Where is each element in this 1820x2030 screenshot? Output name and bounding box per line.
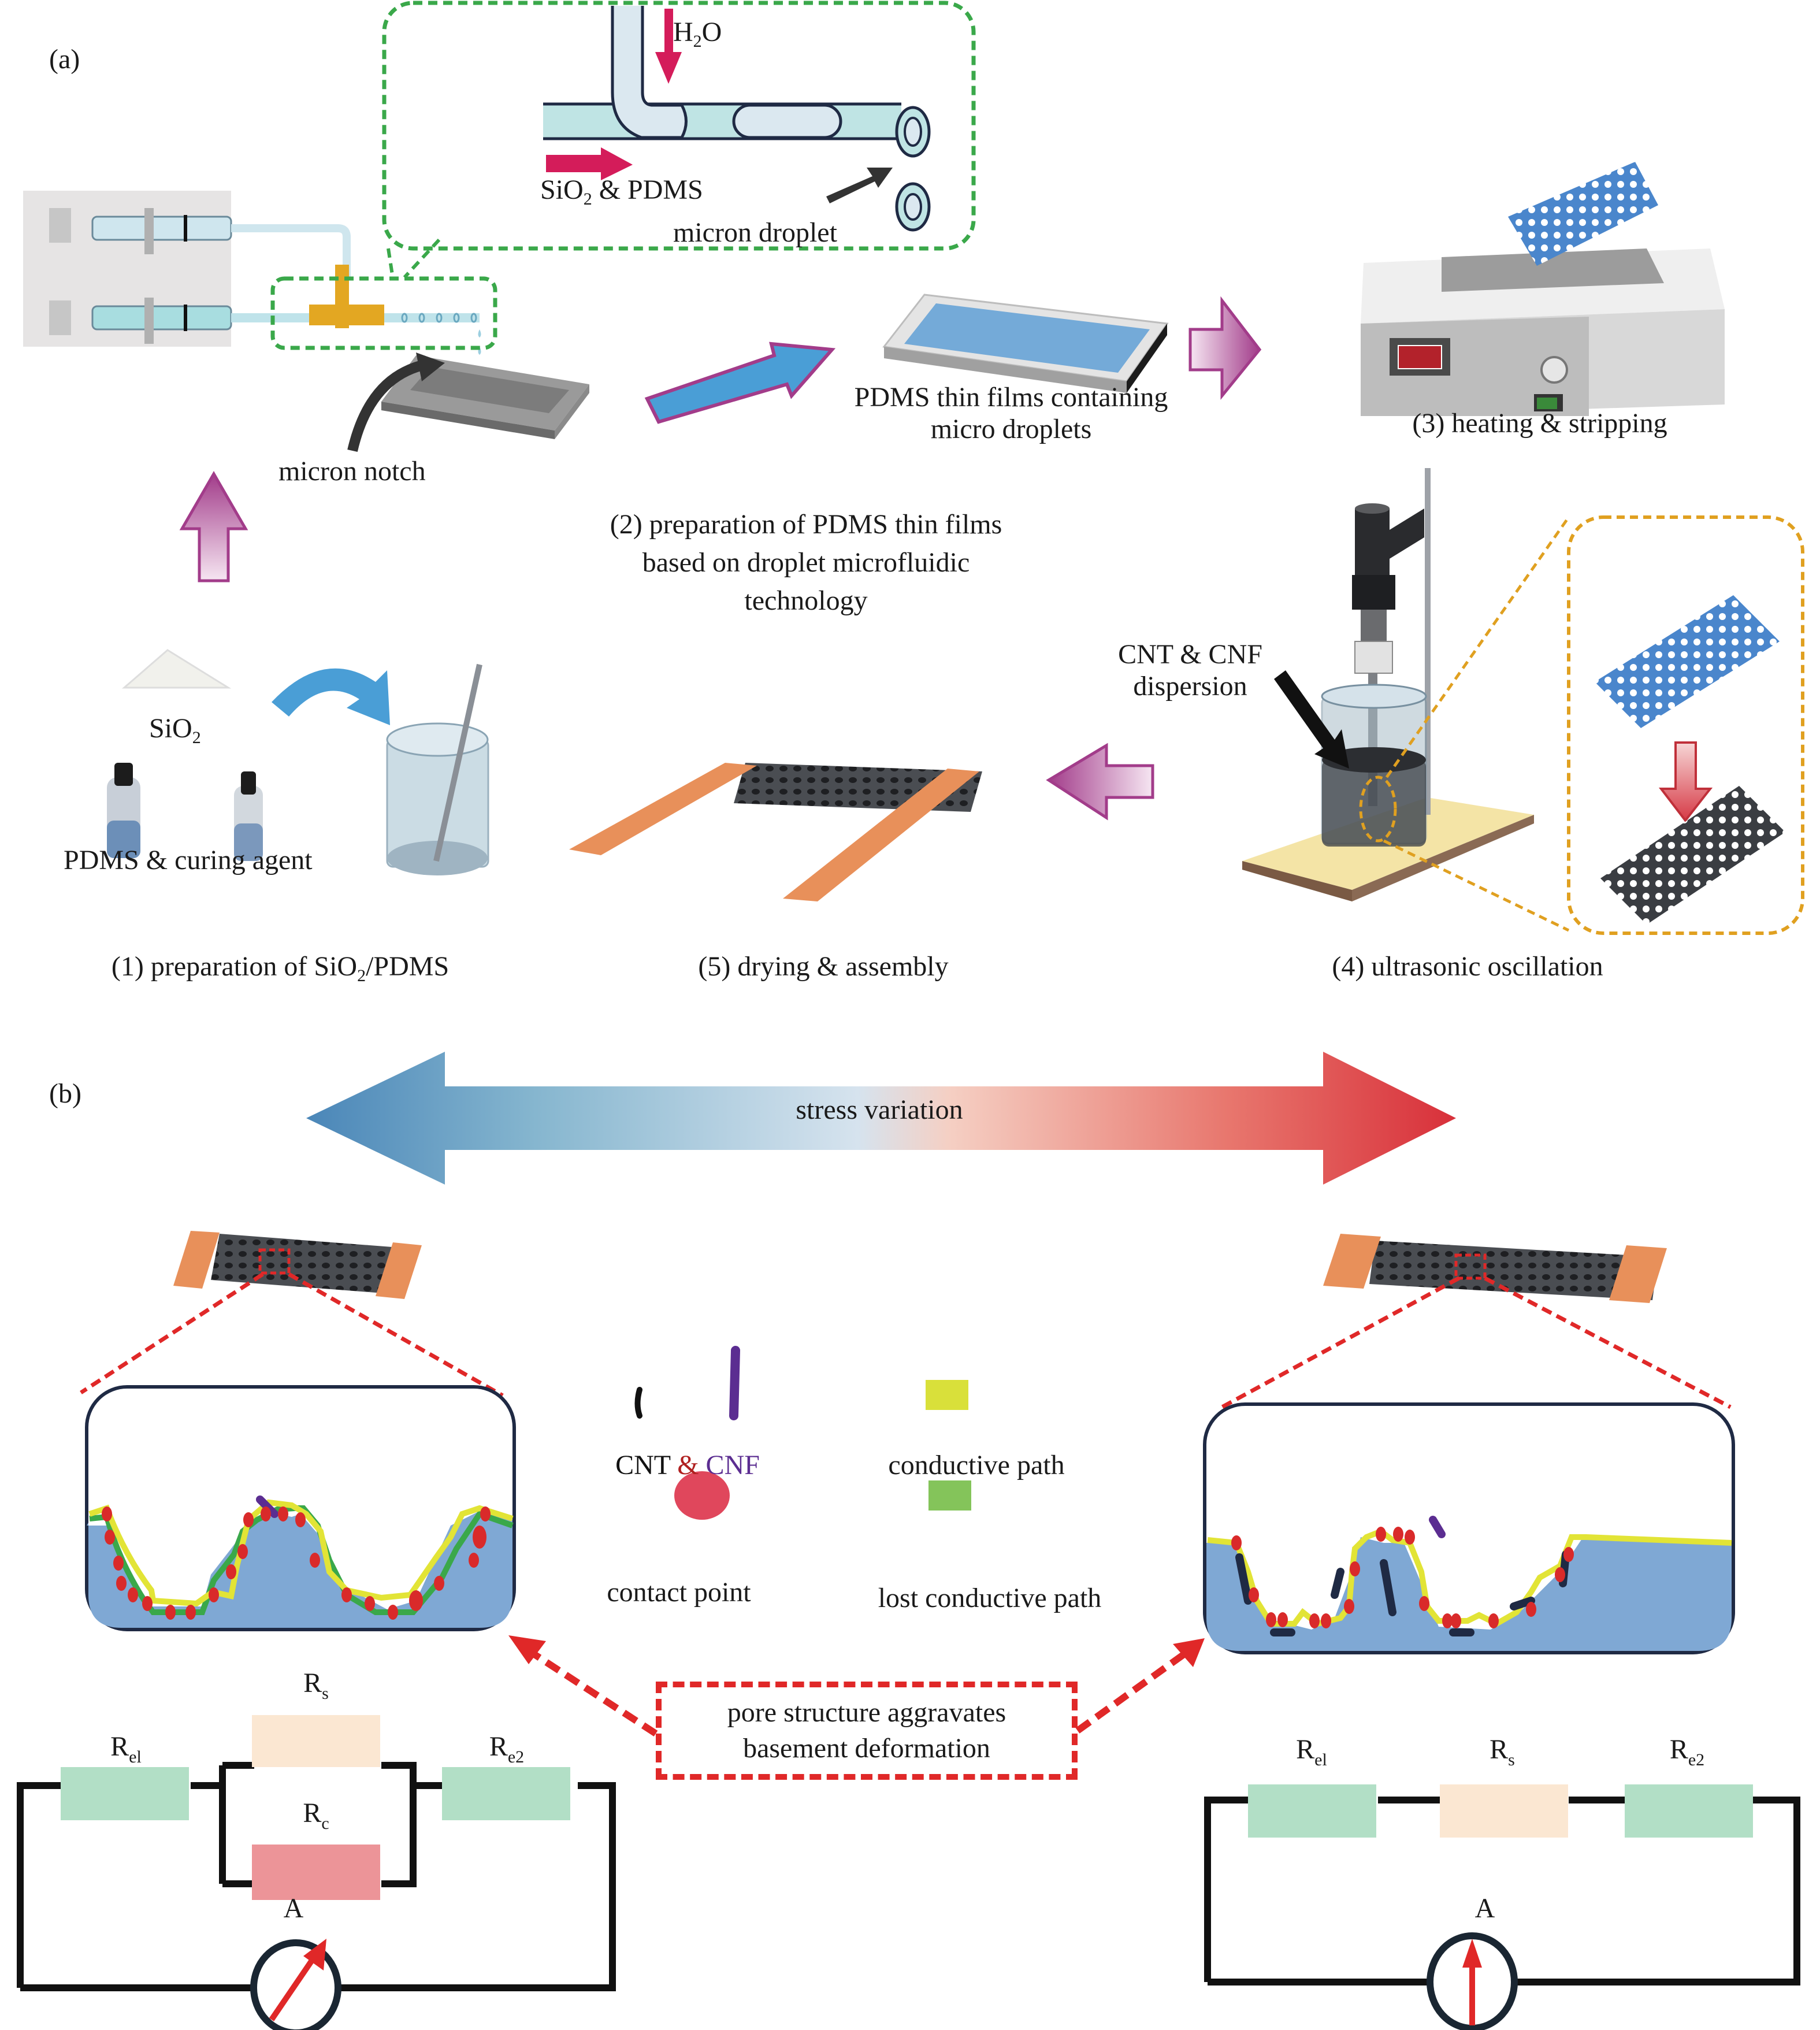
step2-line1: (2) preparation of PDMS thin films: [610, 509, 1002, 540]
sensor-stretched: [1323, 1234, 1667, 1303]
blue-mesh-before: [1595, 595, 1780, 728]
sensor-relaxed: [173, 1231, 422, 1299]
label-ammeter-left: A: [283, 1893, 304, 1924]
resistor-rs-right: [1440, 1784, 1568, 1838]
micron-notch-mold: [347, 352, 589, 452]
deformation-callout: pore structure aggravates basement defor…: [656, 1682, 1078, 1780]
zoom-box-coating: [1567, 515, 1804, 935]
stir-rod: [433, 663, 482, 862]
zoom-box-inset: [382, 1, 976, 251]
step2-line2: based on droplet microfluidic: [642, 547, 970, 578]
legend-contact-swatch: [674, 1471, 730, 1520]
droplet-pointer-arrow: [826, 168, 893, 203]
legend-cnt-mark: [634, 1387, 642, 1419]
panel-label-b: (b): [49, 1078, 81, 1109]
step4-label: (4) ultrasonic oscillation: [1332, 951, 1603, 982]
step2-label: (2) preparation of PDMS thin films based…: [610, 506, 1002, 621]
legend-cnf-mark: [729, 1346, 740, 1420]
pdms-films-line2: micro droplets: [930, 414, 1092, 444]
step3-label: (3) heating & stripping: [1412, 408, 1667, 439]
pdms-films-line1: PDMS thin films containing: [854, 382, 1168, 413]
sio2-pdms-label: SiO2 & PDMS: [540, 175, 703, 209]
legend-conductive-swatch: [926, 1380, 968, 1410]
resistor-rc-left: [252, 1845, 380, 1900]
blue-mesh-film: [1508, 162, 1658, 266]
resistor-re2-left: [442, 1767, 570, 1820]
h2o-flow-arrow: [655, 9, 682, 84]
contact-points-relaxed: [102, 1506, 491, 1620]
sio2-powder-and-vials: [107, 649, 489, 875]
h2o-label: H2O: [673, 17, 722, 51]
syringe-pump: [23, 191, 481, 355]
magenta-arrow-right: [1188, 296, 1262, 400]
notch-pointer-arrow: [347, 359, 429, 452]
callout-line1: pore structure aggravates: [727, 1697, 1006, 1728]
broken-cnt-segments: [1235, 1550, 1570, 1636]
legend-cnt-cnf-label: CNT & CNF: [615, 1450, 760, 1480]
contact-points-stretched: [1231, 1527, 1574, 1628]
resistor-rs-left: [252, 1715, 380, 1767]
ultrasonic-device: [1242, 468, 1534, 901]
circuit-parallel: [17, 1715, 616, 2030]
pdms-curing-label: PDMS & curing agent: [64, 845, 313, 875]
circuit-series: [1204, 1784, 1800, 2030]
callout-line2: basement deformation: [743, 1733, 990, 1764]
micron-droplet-label: micron droplet: [673, 217, 837, 248]
legend-lost-label: lost conductive path: [878, 1583, 1102, 1613]
pdms-films-label: PDMS thin films containing micro droplet…: [855, 381, 1168, 445]
resistor-re1-right: [1248, 1784, 1376, 1838]
magenta-arrow-up: [179, 471, 248, 582]
cnt-cnf-line2: dispersion: [1133, 671, 1247, 702]
magenta-arrow-left: [1046, 743, 1154, 821]
step2-line3: technology: [744, 585, 868, 617]
label-rs-left: Rs: [303, 1668, 329, 1703]
resistor-re1-left: [61, 1767, 189, 1820]
label-re2-right: Re2: [1669, 1734, 1705, 1769]
label-re1-left: Rel: [110, 1731, 142, 1766]
heating-plate-device: [1361, 162, 1725, 416]
assembled-sensor: [569, 763, 982, 901]
callout-arrow-right: [1075, 1647, 1193, 1734]
step1-label: (1) preparation of SiO2/PDMS: [111, 951, 450, 985]
microstructure-relaxed: [85, 1385, 516, 1631]
microstructure-stretched: [1203, 1402, 1735, 1654]
pdms-film-plate: [882, 294, 1169, 393]
stress-variation-label: stress variation: [796, 1094, 963, 1125]
step5-label: (5) drying & assembly: [698, 951, 949, 982]
label-re1-right: Rel: [1296, 1734, 1327, 1769]
legend-lost-swatch: [928, 1480, 971, 1511]
dispersion-pointer-arrow: [1274, 670, 1349, 769]
zoom-box-small: [270, 276, 497, 350]
red-down-arrow: [1658, 741, 1713, 823]
dark-mesh-after: [1600, 786, 1785, 925]
sio2-flow-arrow: [546, 147, 633, 180]
cnt-cnf-dispersion-label: CNT & CNF dispersion: [1118, 639, 1262, 702]
label-rc-left: Rc: [303, 1798, 329, 1833]
label-rs-right: Rs: [1490, 1734, 1515, 1769]
cnt-cnf-line1: CNT & CNF: [1118, 639, 1262, 670]
stress-variation-arrow: [306, 1052, 1456, 1185]
label-ammeter-right: A: [1474, 1893, 1495, 1924]
resistor-re2-right: [1625, 1784, 1753, 1838]
blue-process-arrow: [644, 342, 836, 424]
legend-contact-label: contact point: [607, 1577, 751, 1608]
panel-label-a: (a): [49, 44, 80, 75]
t-junction-diagram: [543, 6, 931, 232]
label-re2-left: Re2: [489, 1731, 525, 1766]
micron-notch-label: micron notch: [278, 456, 426, 487]
curved-blue-arrow: [272, 668, 390, 725]
sio2-label: SiO2: [149, 713, 201, 747]
callout-arrow-left: [521, 1643, 658, 1737]
legend-conductive-label: conductive path: [888, 1450, 1065, 1480]
